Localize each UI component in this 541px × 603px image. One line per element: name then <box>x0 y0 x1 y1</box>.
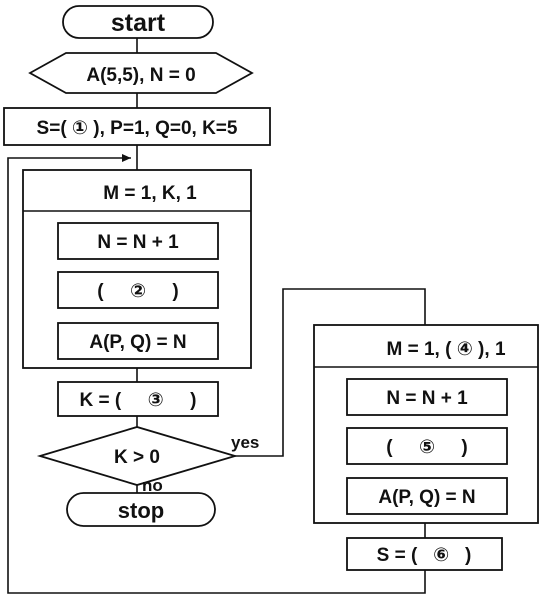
yes-label: yes <box>231 433 259 452</box>
loop2-header: M = 1, ( ④ ), 1 <box>386 339 505 360</box>
input-hexagon <box>28 52 254 94</box>
decision-diamond <box>36 426 239 486</box>
loop1-header: M = 1, K, 1 <box>103 183 197 204</box>
connector-yes-branch <box>235 288 426 457</box>
input-label: A(5,5), N = 0 <box>86 65 195 86</box>
loop1-step3-box <box>57 322 219 360</box>
stop-label: stop <box>118 498 164 523</box>
loop1-step2-box <box>57 271 219 309</box>
loop1-step3-label: A(P, Q) = N <box>89 332 186 353</box>
loop1-step1-label: N = N + 1 <box>97 232 179 253</box>
decision-label: K > 0 <box>114 447 160 468</box>
loop-back-line <box>7 154 426 594</box>
start-label: start <box>111 9 166 37</box>
loop1-step2-label: ( ② ) <box>97 281 179 302</box>
loop2-step3-label: A(P, Q) = N <box>378 487 475 508</box>
s-assign-box <box>346 537 503 571</box>
loop2-step3-box <box>346 477 508 515</box>
k-assign-box <box>57 381 219 417</box>
s-assign-label: S = ( ⑥ ) <box>377 545 472 566</box>
stop-terminal <box>66 492 216 527</box>
loop2-step1-box <box>346 378 508 416</box>
loop2-step2-box <box>346 427 508 465</box>
start-terminal <box>62 5 214 39</box>
loop2-step2-label: ( ⑤ ) <box>386 437 468 458</box>
init-label: S=( ① ), P=1, Q=0, K=5 <box>37 118 238 139</box>
k-assign-label: K = ( ③ ) <box>80 390 197 411</box>
loop1-step1-box <box>57 222 219 260</box>
no-label: no <box>142 476 163 495</box>
init-process-box <box>3 107 271 146</box>
loop2-step1-label: N = N + 1 <box>386 388 468 409</box>
